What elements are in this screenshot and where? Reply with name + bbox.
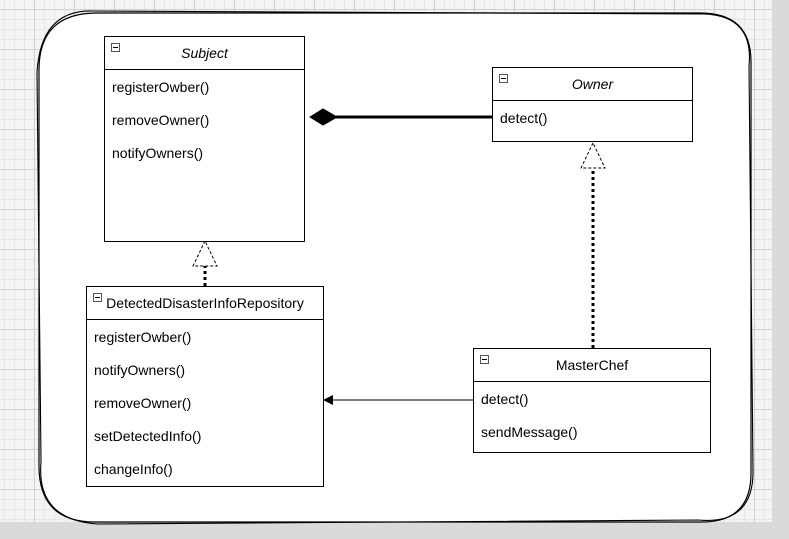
collapse-icon[interactable] bbox=[480, 355, 489, 364]
canvas-edge-bottom bbox=[0, 522, 789, 539]
class-masterchef-name: MasterChef bbox=[555, 357, 629, 373]
operation[interactable]: detect() bbox=[500, 110, 548, 126]
class-repository[interactable]: DetectedDisasterInfoRepository registerO… bbox=[86, 286, 324, 487]
association-arrowhead bbox=[323, 395, 333, 405]
class-repository-header[interactable]: DetectedDisasterInfoRepository bbox=[87, 287, 323, 320]
operation[interactable]: notifyOwners() bbox=[94, 362, 186, 378]
class-subject-name: Subject bbox=[181, 45, 228, 61]
class-owner[interactable]: Owner detect() bbox=[492, 67, 693, 142]
class-masterchef-header[interactable]: MasterChef bbox=[474, 349, 710, 382]
class-subject-operations: registerOwber() removeOwner() notifyOwne… bbox=[105, 70, 304, 170]
class-owner-header[interactable]: Owner bbox=[493, 68, 692, 101]
container-frame-sketch bbox=[36, 10, 754, 525]
operation[interactable]: setDetectedInfo() bbox=[94, 428, 202, 444]
operation[interactable]: sendMessage() bbox=[481, 424, 578, 440]
operation[interactable]: registerOwber() bbox=[112, 79, 210, 95]
operation[interactable]: removeOwner() bbox=[94, 395, 192, 411]
canvas-edge-right bbox=[772, 0, 789, 539]
class-subject[interactable]: Subject registerOwber() removeOwner() no… bbox=[104, 36, 305, 242]
class-masterchef[interactable]: MasterChef detect() sendMessage() bbox=[473, 348, 711, 453]
class-repository-operations: registerOwber() notifyOwners() removeOwn… bbox=[87, 320, 323, 486]
class-owner-name: Owner bbox=[571, 76, 614, 92]
collapse-icon[interactable] bbox=[93, 293, 102, 302]
class-masterchef-operations: detect() sendMessage() bbox=[474, 382, 710, 449]
collapse-icon[interactable] bbox=[111, 43, 120, 52]
realization-arrowhead-owner bbox=[580, 141, 606, 169]
operation[interactable]: removeOwner() bbox=[112, 112, 210, 128]
operation[interactable]: notifyOwners() bbox=[112, 145, 204, 161]
operation[interactable]: detect() bbox=[481, 391, 529, 407]
class-subject-header[interactable]: Subject bbox=[105, 37, 304, 70]
collapse-icon[interactable] bbox=[499, 74, 508, 83]
class-repository-name: DetectedDisasterInfoRepository bbox=[106, 295, 304, 311]
operation[interactable]: registerOwber() bbox=[94, 329, 192, 345]
realization-arrowhead-subject bbox=[192, 239, 218, 267]
operation[interactable]: changeInfo() bbox=[94, 461, 173, 477]
class-owner-operations: detect() bbox=[493, 101, 692, 135]
composition-diamond bbox=[309, 108, 339, 126]
